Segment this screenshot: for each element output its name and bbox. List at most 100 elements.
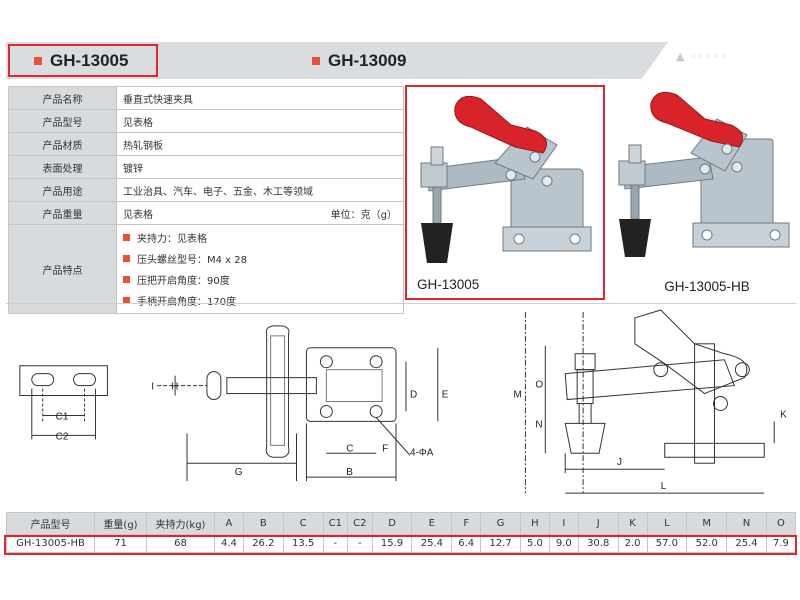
feature-text: 压头螺丝型号：M4 x 28 — [137, 255, 247, 266]
table-cell: 7.9 — [765, 534, 797, 553]
list-item: 夹持力：见表格 — [123, 227, 397, 248]
feature-text: 压把开启角度：90度 — [137, 276, 230, 287]
table-cell: 30.8 — [577, 534, 619, 553]
dim-label-c: C — [346, 443, 353, 454]
column-header: C1 — [322, 512, 349, 535]
spec-value: 工业治具、汽车、电子、五金、木工等领域 — [116, 178, 404, 202]
dim-label-f: F — [382, 443, 388, 454]
column-header: G — [480, 512, 521, 535]
dim-label-d: D — [410, 390, 417, 401]
column-header: E — [411, 512, 453, 535]
table-cell: 5.0 — [519, 534, 550, 553]
unit-note: 单位：克（g） — [307, 201, 404, 225]
dim-label-l: L — [661, 481, 667, 492]
column-header: N — [726, 512, 767, 535]
spec-label: 产品重量 — [8, 201, 117, 225]
spec-data-table: 产品型号 重量(g) 夹持力(kg) A B C C1 C2 D E F G H… — [6, 512, 797, 553]
table-cell: 68 — [146, 534, 215, 553]
column-header: B — [242, 512, 284, 535]
column-header: O — [765, 512, 797, 535]
column-header: L — [646, 512, 688, 535]
table-cell: 52.0 — [686, 534, 728, 553]
dim-label-hole: 4-ΦA — [410, 447, 434, 458]
spec-value: 见表格 — [116, 109, 404, 133]
dim-label-n: N — [535, 419, 542, 430]
toggle-clamp-image — [618, 91, 790, 257]
bullet-square-icon — [34, 56, 42, 65]
column-header: K — [617, 512, 648, 535]
dim-label-o: O — [535, 380, 543, 391]
header-bar — [6, 42, 668, 79]
bullet-square-icon — [123, 276, 130, 283]
tab-gh-13005[interactable]: GH-13005 — [8, 44, 158, 77]
watermark-logo: ▲ ◦◦◦◦◦ — [676, 50, 728, 63]
technical-drawing: C1 C2 H I G C F B D E 4-ΦA M O N J L K — [6, 303, 796, 494]
spec-label: 产品名称 — [8, 86, 117, 110]
dim-label-b: B — [346, 467, 353, 478]
column-header: 产品型号 — [6, 512, 95, 535]
table-cell: - — [347, 534, 373, 553]
column-header: A — [214, 512, 244, 535]
tab-gh-13009[interactable]: GH-13009 — [312, 44, 406, 77]
spec-value: 热轧钢板 — [116, 132, 404, 156]
list-item: 压把开启角度：90度 — [123, 269, 397, 290]
dim-label-e: E — [442, 390, 449, 401]
dim-label-j: J — [617, 457, 622, 468]
photo-caption: GH-13005 — [417, 277, 480, 292]
table-cell: - — [322, 534, 349, 553]
table-cell: 57.0 — [646, 534, 688, 553]
list-item: 手柄开启角度：170度 — [123, 290, 397, 311]
product-photo-gh-13005-hb[interactable]: GH-13005-HB — [607, 85, 800, 300]
tab-label: GH-13005 — [50, 50, 129, 70]
features-list: 夹持力：见表格 压头螺丝型号：M4 x 28 压把开启角度：90度 手柄开启角度… — [123, 225, 397, 313]
table-cell: 26.2 — [242, 534, 284, 553]
dim-label-i: I — [151, 382, 154, 393]
dim-label-c1: C1 — [56, 411, 69, 422]
dim-label-g: G — [235, 467, 243, 478]
spec-label: 产品型号 — [8, 109, 117, 133]
table-row: GH-13005-HB 71 68 4.4 26.2 13.5 - - 15.9… — [6, 534, 797, 553]
table-cell: 71 — [94, 534, 147, 553]
bullet-square-icon — [123, 255, 130, 262]
column-header: D — [371, 512, 413, 535]
tab-label: GH-13009 — [328, 50, 407, 70]
table-cell: GH-13005-HB — [6, 534, 95, 553]
column-header: 重量(g) — [94, 512, 147, 535]
table-cell: 12.7 — [480, 534, 521, 553]
table-cell: 9.0 — [548, 534, 579, 553]
column-header: I — [548, 512, 579, 535]
table-cell: 15.9 — [371, 534, 413, 553]
column-header: J — [577, 512, 619, 535]
column-header: H — [519, 512, 550, 535]
dim-label-m: M — [513, 390, 521, 401]
dim-label-h: H — [171, 382, 178, 393]
column-header: C2 — [347, 512, 373, 535]
spec-value: 垂直式快速夹具 — [116, 86, 404, 110]
column-header: F — [451, 512, 482, 535]
spec-label: 产品特点 — [8, 224, 117, 314]
bullet-square-icon — [123, 297, 130, 304]
photo-caption: GH-13005-HB — [664, 279, 750, 294]
spec-label: 产品用途 — [8, 178, 117, 202]
table-header-row: 产品型号 重量(g) 夹持力(kg) A B C C1 C2 D E F G H… — [6, 512, 797, 535]
table-cell: 13.5 — [282, 534, 324, 553]
column-header: M — [686, 512, 728, 535]
table-cell: 2.0 — [617, 534, 648, 553]
toggle-clamp-image — [420, 95, 592, 263]
table-cell: 6.4 — [451, 534, 482, 553]
spec-table: 产品名称 垂直式快速夹具 产品型号 见表格 产品材质 热轧钢板 表面处理 镀锌 … — [8, 86, 404, 314]
feature-text: 手柄开启角度：170度 — [137, 297, 237, 308]
product-photo-gh-13005[interactable]: GH-13005 — [405, 85, 605, 300]
spec-value: 镀锌 — [116, 155, 404, 179]
column-header: 夹持力(kg) — [146, 512, 215, 535]
table-cell: 4.4 — [214, 534, 244, 553]
bullet-square-icon — [312, 56, 320, 65]
dim-label-k: K — [780, 409, 787, 420]
table-cell: 25.4 — [411, 534, 453, 553]
spec-label: 表面处理 — [8, 155, 117, 179]
column-header: C — [282, 512, 324, 535]
features-cell: 夹持力：见表格 压头螺丝型号：M4 x 28 压把开启角度：90度 手柄开启角度… — [116, 224, 404, 314]
dim-label-c2: C2 — [56, 431, 69, 442]
feature-text: 夹持力：见表格 — [137, 234, 207, 245]
